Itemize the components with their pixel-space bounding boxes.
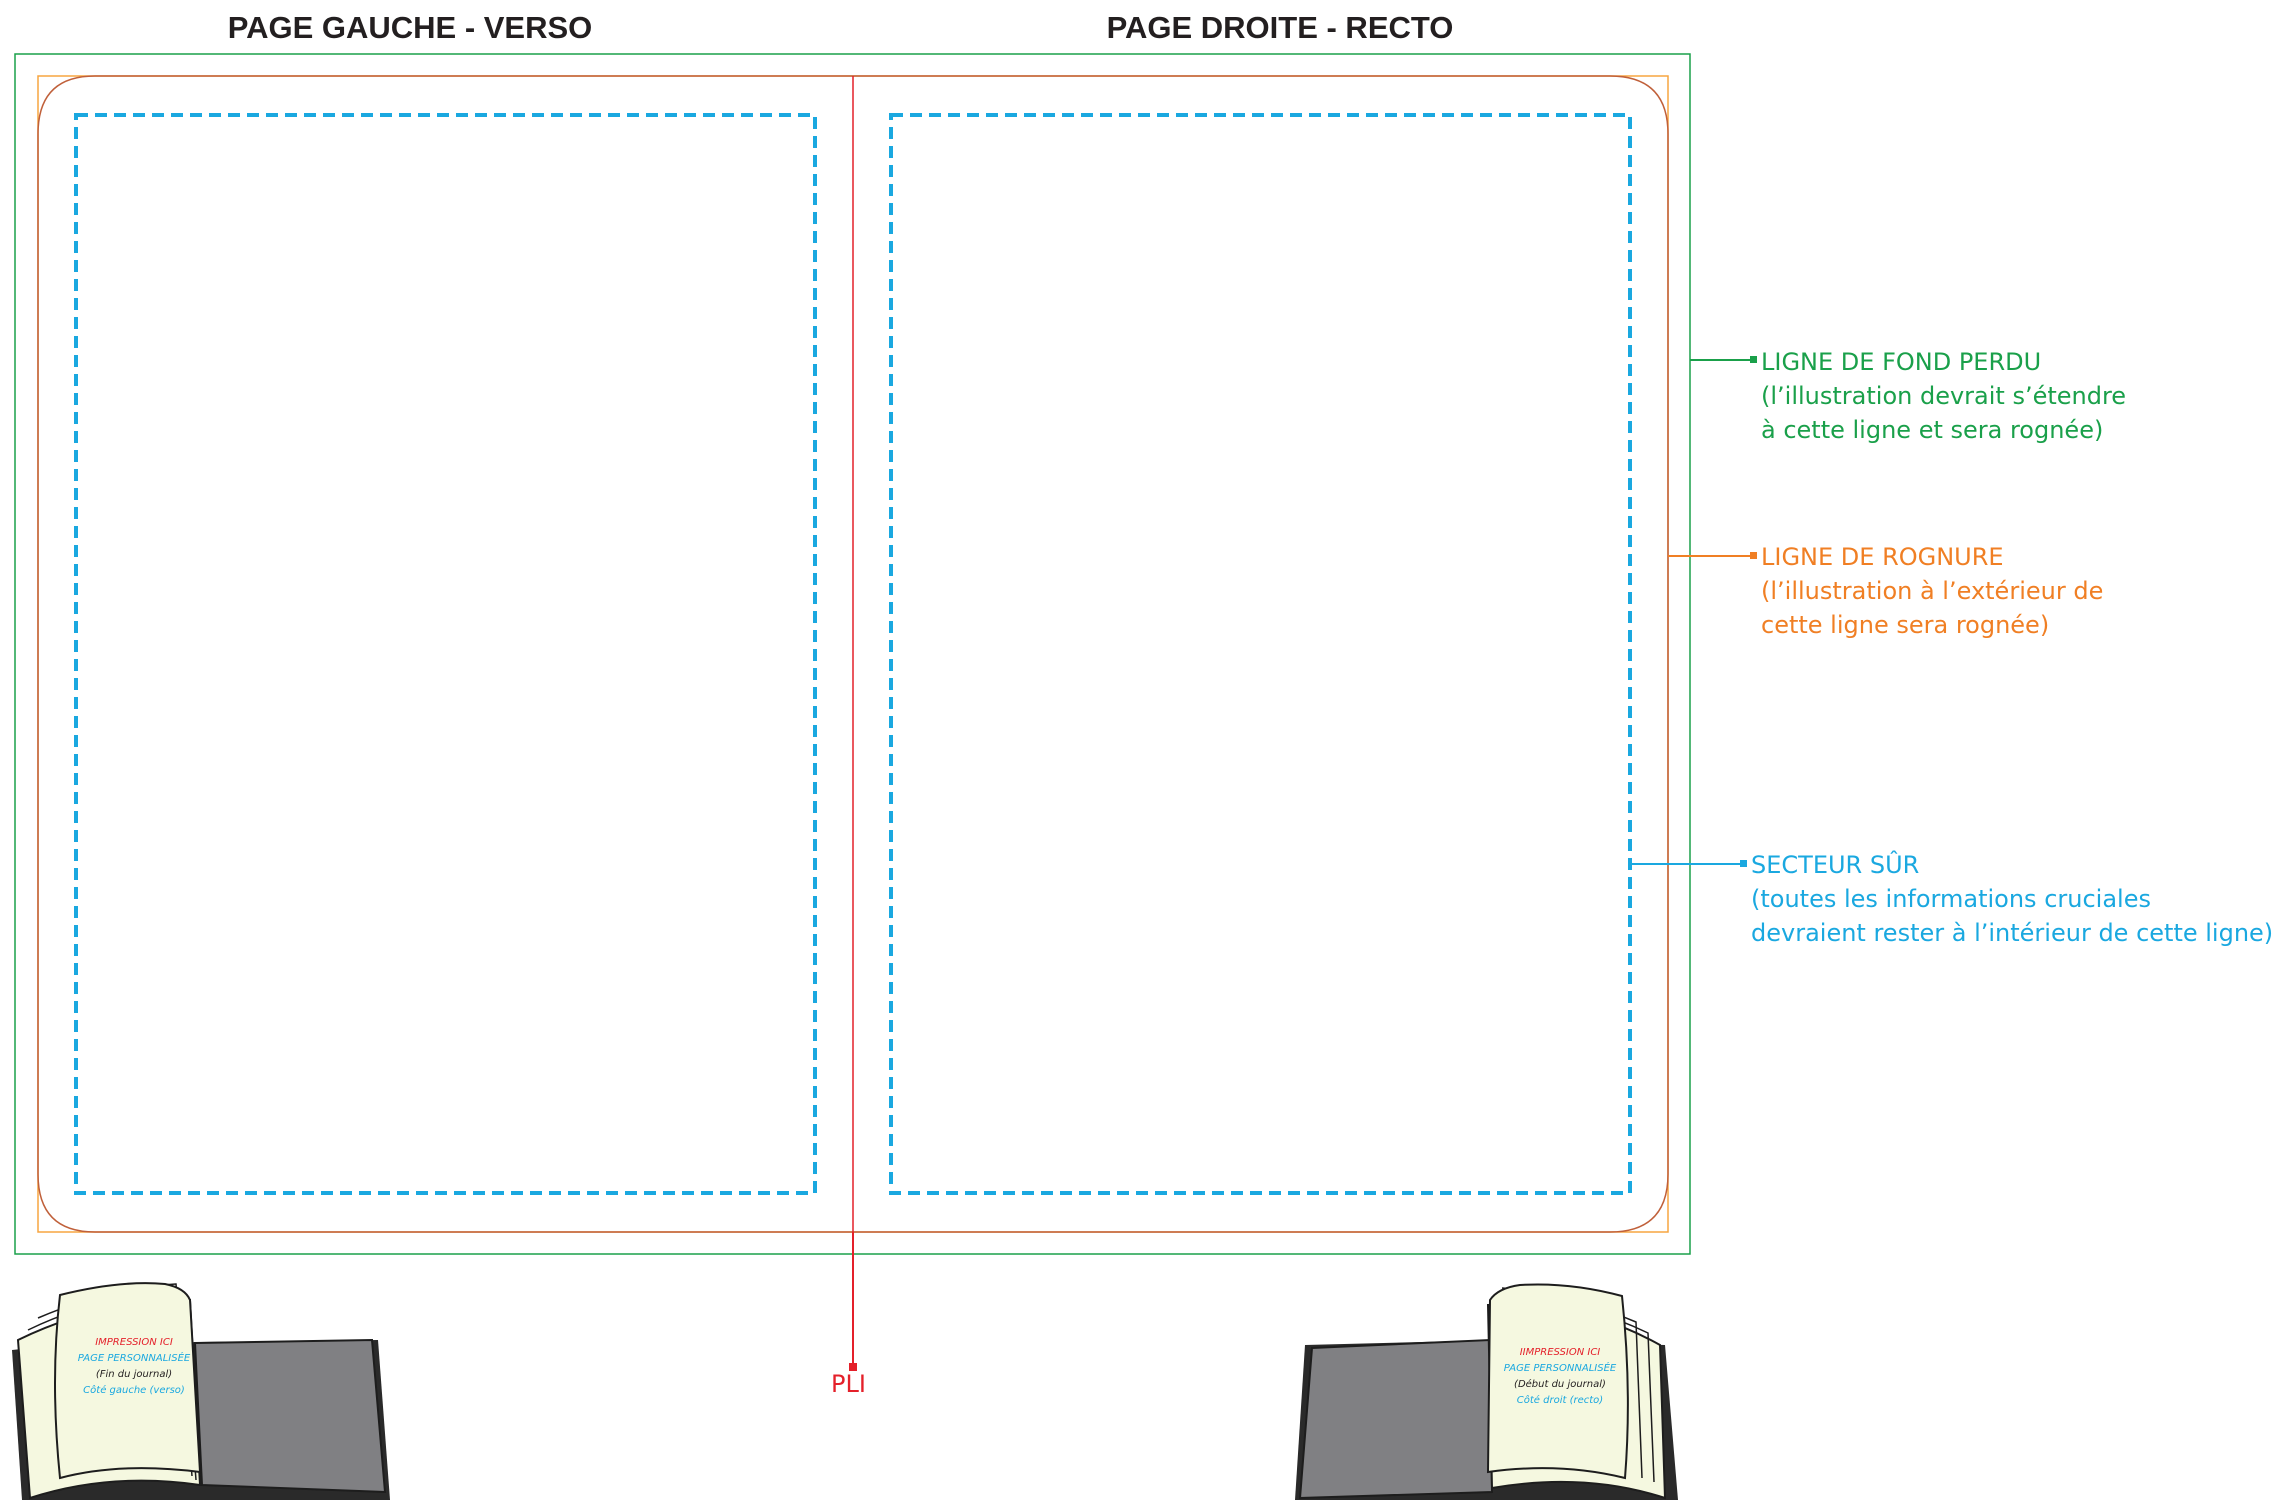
legend-safe-desc-2: devraient rester à l’intérieur de cette … bbox=[1751, 919, 2274, 947]
book-right-illustration bbox=[1295, 1283, 1678, 1500]
book-left-illustration bbox=[12, 1282, 390, 1500]
legend-trim-title: LIGNE DE ROGNURE bbox=[1761, 543, 2004, 571]
legend-trim-line: LIGNE DE ROGNURE (l’illustration à l’ext… bbox=[1761, 540, 2103, 642]
legend-bleed-line: LIGNE DE FOND PERDU (l’illustration devr… bbox=[1761, 345, 2126, 447]
book-right-line-4: Côté droit (recto) bbox=[1516, 1395, 1604, 1406]
safe-area-left bbox=[74, 113, 817, 1195]
book-left-line-1: IMPRESSION ICI bbox=[95, 1337, 173, 1348]
legend-trim-desc-1: (l’illustration à l’extérieur de bbox=[1761, 577, 2104, 605]
book-right-line-1: IIMPRESSION ICI bbox=[1519, 1347, 1601, 1358]
legend-bleed-title: LIGNE DE FOND PERDU bbox=[1761, 348, 2042, 376]
bleed-pointer-end bbox=[1750, 356, 1757, 363]
legend-trim-desc-2: cette ligne sera rognée) bbox=[1761, 611, 2050, 639]
book-right-left-page bbox=[1298, 1338, 1494, 1500]
book-left-line-2: PAGE PERSONNALISÉE bbox=[77, 1353, 191, 1364]
fold-label: PLI bbox=[831, 1370, 866, 1398]
left-page-heading: PAGE GAUCHE - VERSO bbox=[227, 10, 593, 45]
book-right-line-3: (Début du journal) bbox=[1514, 1379, 1606, 1390]
book-right-text: IIMPRESSION ICI PAGE PERSONNALISÉE (Débu… bbox=[1490, 1345, 1630, 1409]
book-left-line-4: Côté gauche (verso) bbox=[83, 1385, 185, 1396]
book-right-line-2: PAGE PERSONNALISÉE bbox=[1503, 1363, 1617, 1374]
book-left-text: IMPRESSION ICI PAGE PERSONNALISÉE (Fin d… bbox=[64, 1335, 204, 1399]
legend-safe-title: SECTEUR SÛR bbox=[1751, 851, 1920, 879]
book-left-top-page bbox=[54, 1282, 202, 1480]
legend-safe-area: SECTEUR SÛR (toutes les informations cru… bbox=[1751, 848, 2273, 950]
legend-bleed-desc-2: à cette ligne et sera rognée) bbox=[1761, 416, 2104, 444]
safe-pointer-end bbox=[1740, 860, 1747, 867]
trim-line bbox=[37, 75, 1669, 1233]
book-left-right-page bbox=[193, 1338, 387, 1494]
safe-area-right bbox=[889, 113, 1632, 1195]
legend-safe-desc-1: (toutes les informations cruciales bbox=[1751, 885, 2151, 913]
trim-pointer-end bbox=[1750, 552, 1757, 559]
fold-pointer-end bbox=[849, 1363, 857, 1371]
legend-bleed-desc-1: (l’illustration devrait s’étendre bbox=[1761, 382, 2127, 410]
book-left-line-3: (Fin du journal) bbox=[95, 1369, 173, 1380]
right-page-heading: PAGE DROITE - RECTO bbox=[1106, 10, 1454, 45]
book-right-top-page bbox=[1486, 1283, 1629, 1480]
